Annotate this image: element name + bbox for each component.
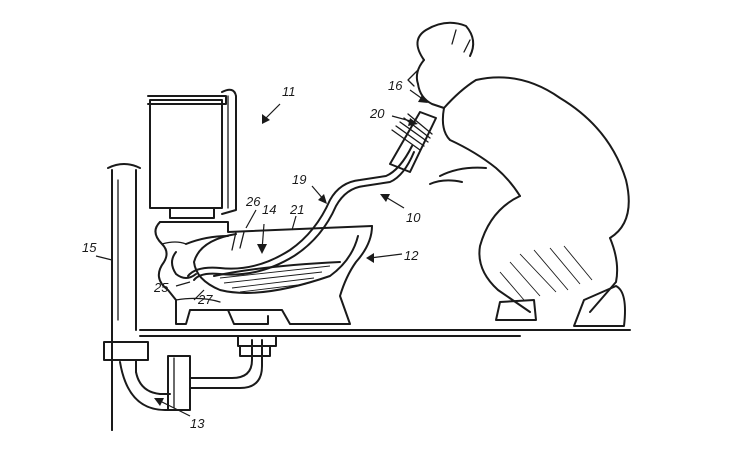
label-21: 21 (289, 202, 304, 217)
label-10: 10 (406, 210, 421, 225)
hose (187, 111, 437, 281)
floor (139, 329, 631, 337)
man-figure (407, 21, 630, 327)
label-27: 27 (197, 292, 213, 307)
label-12: 12 (404, 248, 419, 263)
label-16: 16 (388, 78, 403, 93)
toilet-bowl (154, 221, 373, 325)
label-15: 15 (82, 240, 97, 255)
toilet-tank (147, 88, 237, 219)
label-25: 25 (153, 280, 169, 295)
label-13: 13 (190, 416, 205, 431)
reference-labels: 11 16 20 19 10 26 14 21 12 15 25 27 13 (82, 78, 421, 431)
label-19: 19 (292, 172, 306, 187)
label-20: 20 (369, 106, 385, 121)
label-11: 11 (282, 84, 296, 99)
drain-elbow (119, 335, 277, 411)
leader-lines (95, 89, 428, 417)
label-26: 26 (245, 194, 261, 209)
label-14: 14 (262, 202, 276, 217)
drain-stack-pipe (103, 163, 149, 431)
